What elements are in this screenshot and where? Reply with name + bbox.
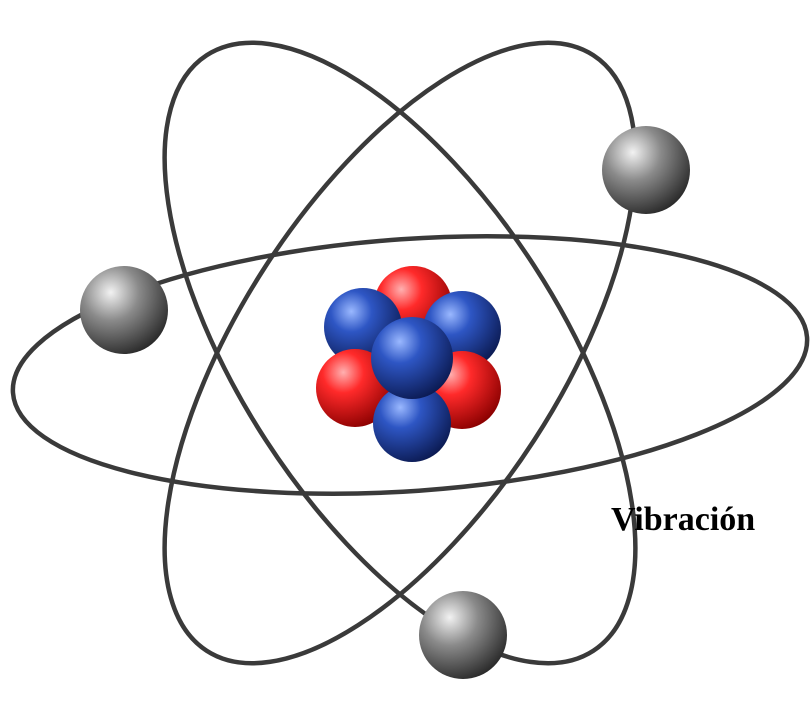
electron bbox=[419, 591, 507, 679]
caption-label: Vibración bbox=[611, 500, 755, 541]
electron bbox=[602, 126, 690, 214]
neutron bbox=[371, 317, 453, 399]
electron bbox=[80, 266, 168, 354]
nucleus bbox=[316, 266, 501, 462]
